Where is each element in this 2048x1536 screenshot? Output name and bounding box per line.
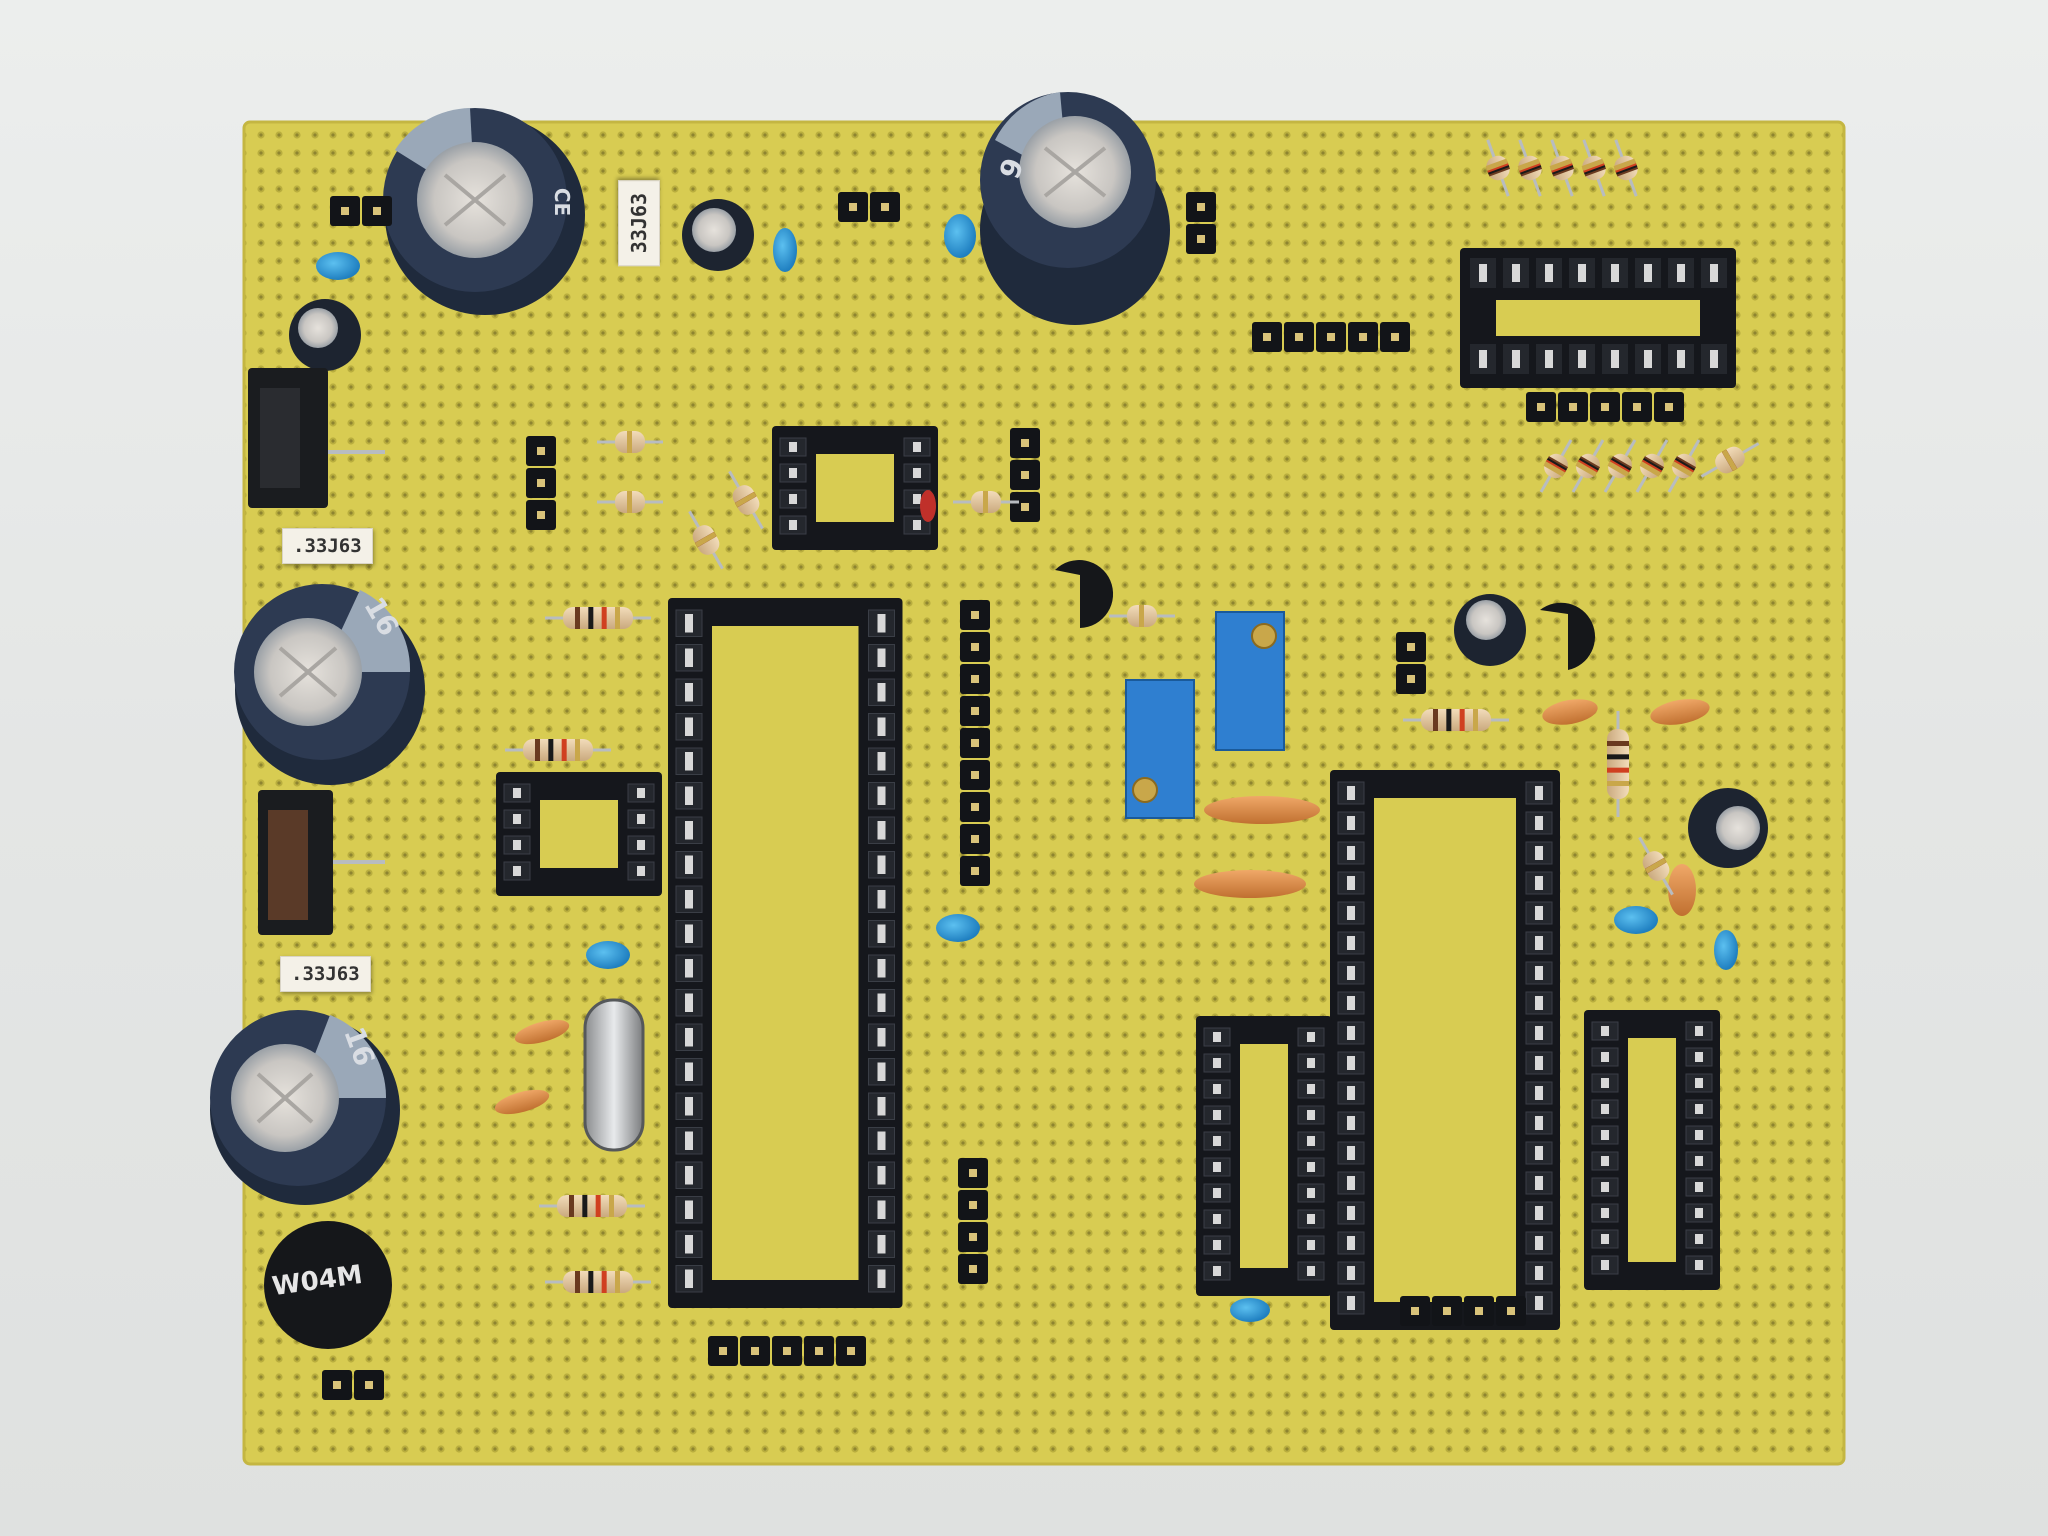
film-capacitor-lower [1194,870,1306,898]
pin-header-top-small [838,192,900,222]
trimmer-potentiometer-left [1125,679,1195,819]
pin-header-bottom-left [708,1336,866,1366]
resistor-array-mid-3 [1603,439,1637,493]
crystal-oscillator [583,998,645,1152]
disc-capacitor-left-upper [514,1019,570,1045]
pin-header-top-mid [1186,192,1216,254]
resistor-array-mid-1 [1539,439,1573,493]
voltage-regulator-lower [258,790,385,935]
ceramic-capacitor-bottom [1230,1298,1270,1322]
electrolytic-capacitor-top-left [383,108,585,315]
pin-header-bottom-right [1400,1296,1526,1326]
resistor-upright-8 [1638,836,1674,896]
resistor-array-mid-2 [1571,439,1605,493]
pin-header-middle-vertical [960,600,990,886]
electrolytic-capacitor-top-middle [980,92,1170,325]
resistor-left-1 [545,607,651,629]
diode-small [920,490,936,522]
transistor-right [1540,602,1596,670]
resistor-array-mid-4 [1635,439,1669,493]
resistor-right-1 [1403,709,1509,731]
pin-header-top-left [330,196,392,226]
resistor-upright-3 [728,470,764,530]
ic-socket-40pin-right [1330,770,1560,1330]
resistor-left-4 [545,1271,651,1293]
disc-capacitor-right-a [1542,699,1598,725]
pin-header-top-middle [1252,322,1410,352]
electrolytic-capacitor-left-middle [234,584,425,785]
ceramic-capacitor-top [773,228,797,272]
ic-socket-40pin-left [668,598,903,1308]
film-capacitor-label-left-upper: .33J63 [282,528,373,564]
resistor-upright-2 [597,491,663,513]
electrolytic-capacitor-left-lower [210,1010,400,1205]
resistor-array-top-1 [1485,139,1511,197]
resistor-array-top-5 [1613,139,1639,197]
resistor-upright-1 [597,431,663,453]
resistor-left-3 [539,1195,645,1217]
ic-socket-20pin-a [1196,1016,1332,1296]
resistor-upright-5 [953,491,1019,513]
film-capacitor-upper [1204,796,1320,824]
resistor-right-2 [1607,711,1629,817]
ic-socket-16pin-top-right [1460,248,1736,388]
ceramic-capacitor-right [1614,906,1658,934]
disc-capacitor-right-b [1650,699,1710,725]
transistor-middle [1055,560,1114,628]
resistor-array-top-4 [1581,139,1607,197]
pin-header-top-right-row [1526,392,1684,422]
resistor-upright-4 [688,510,724,570]
ceramic-capacitor-right-edge [1714,930,1738,970]
pin-header-right-mid [1396,632,1426,694]
resistor-upright-6 [1109,605,1175,627]
ic-socket-20pin-b [1584,1010,1720,1290]
film-capacitor-label-top: 33J63 [618,180,660,267]
small-capacitor-top [682,199,754,271]
ceramic-capacitor-top-left [316,252,360,280]
resistor-upright-7 [1700,442,1760,478]
pin-header-lower-vertical [958,1158,988,1284]
pin-header-top-mid-right [1010,428,1040,522]
small-capacitor-left-top [289,299,361,371]
ic-socket-8pin-left [496,772,662,896]
disc-capacitor-left-lower [494,1089,550,1115]
voltage-regulator-upper [248,368,385,508]
ic-socket-8pin-top [772,426,938,550]
trimmer-potentiometer-right [1215,611,1285,751]
disc-capacitor-right-c [1668,864,1696,916]
pin-header-bottom-left-small [322,1370,384,1400]
small-capacitor-right-lower [1688,788,1768,868]
small-capacitor-right-mid [1454,594,1526,666]
resistor-array-mid-5 [1667,439,1701,493]
capacitor-series-mark: CE [550,187,575,217]
bridge-rectifier [264,1221,392,1349]
pin-header-left-upper [526,436,556,530]
resistor-left-2 [505,739,611,761]
film-capacitor-label-left-lower: .33J63 [280,956,371,992]
ceramic-capacitor-center [936,914,980,942]
resistor-array-top-2 [1517,139,1543,197]
resistor-array-top-3 [1549,139,1575,197]
ceramic-capacitor-left [586,941,630,969]
ceramic-capacitor-top-mid [944,214,976,258]
